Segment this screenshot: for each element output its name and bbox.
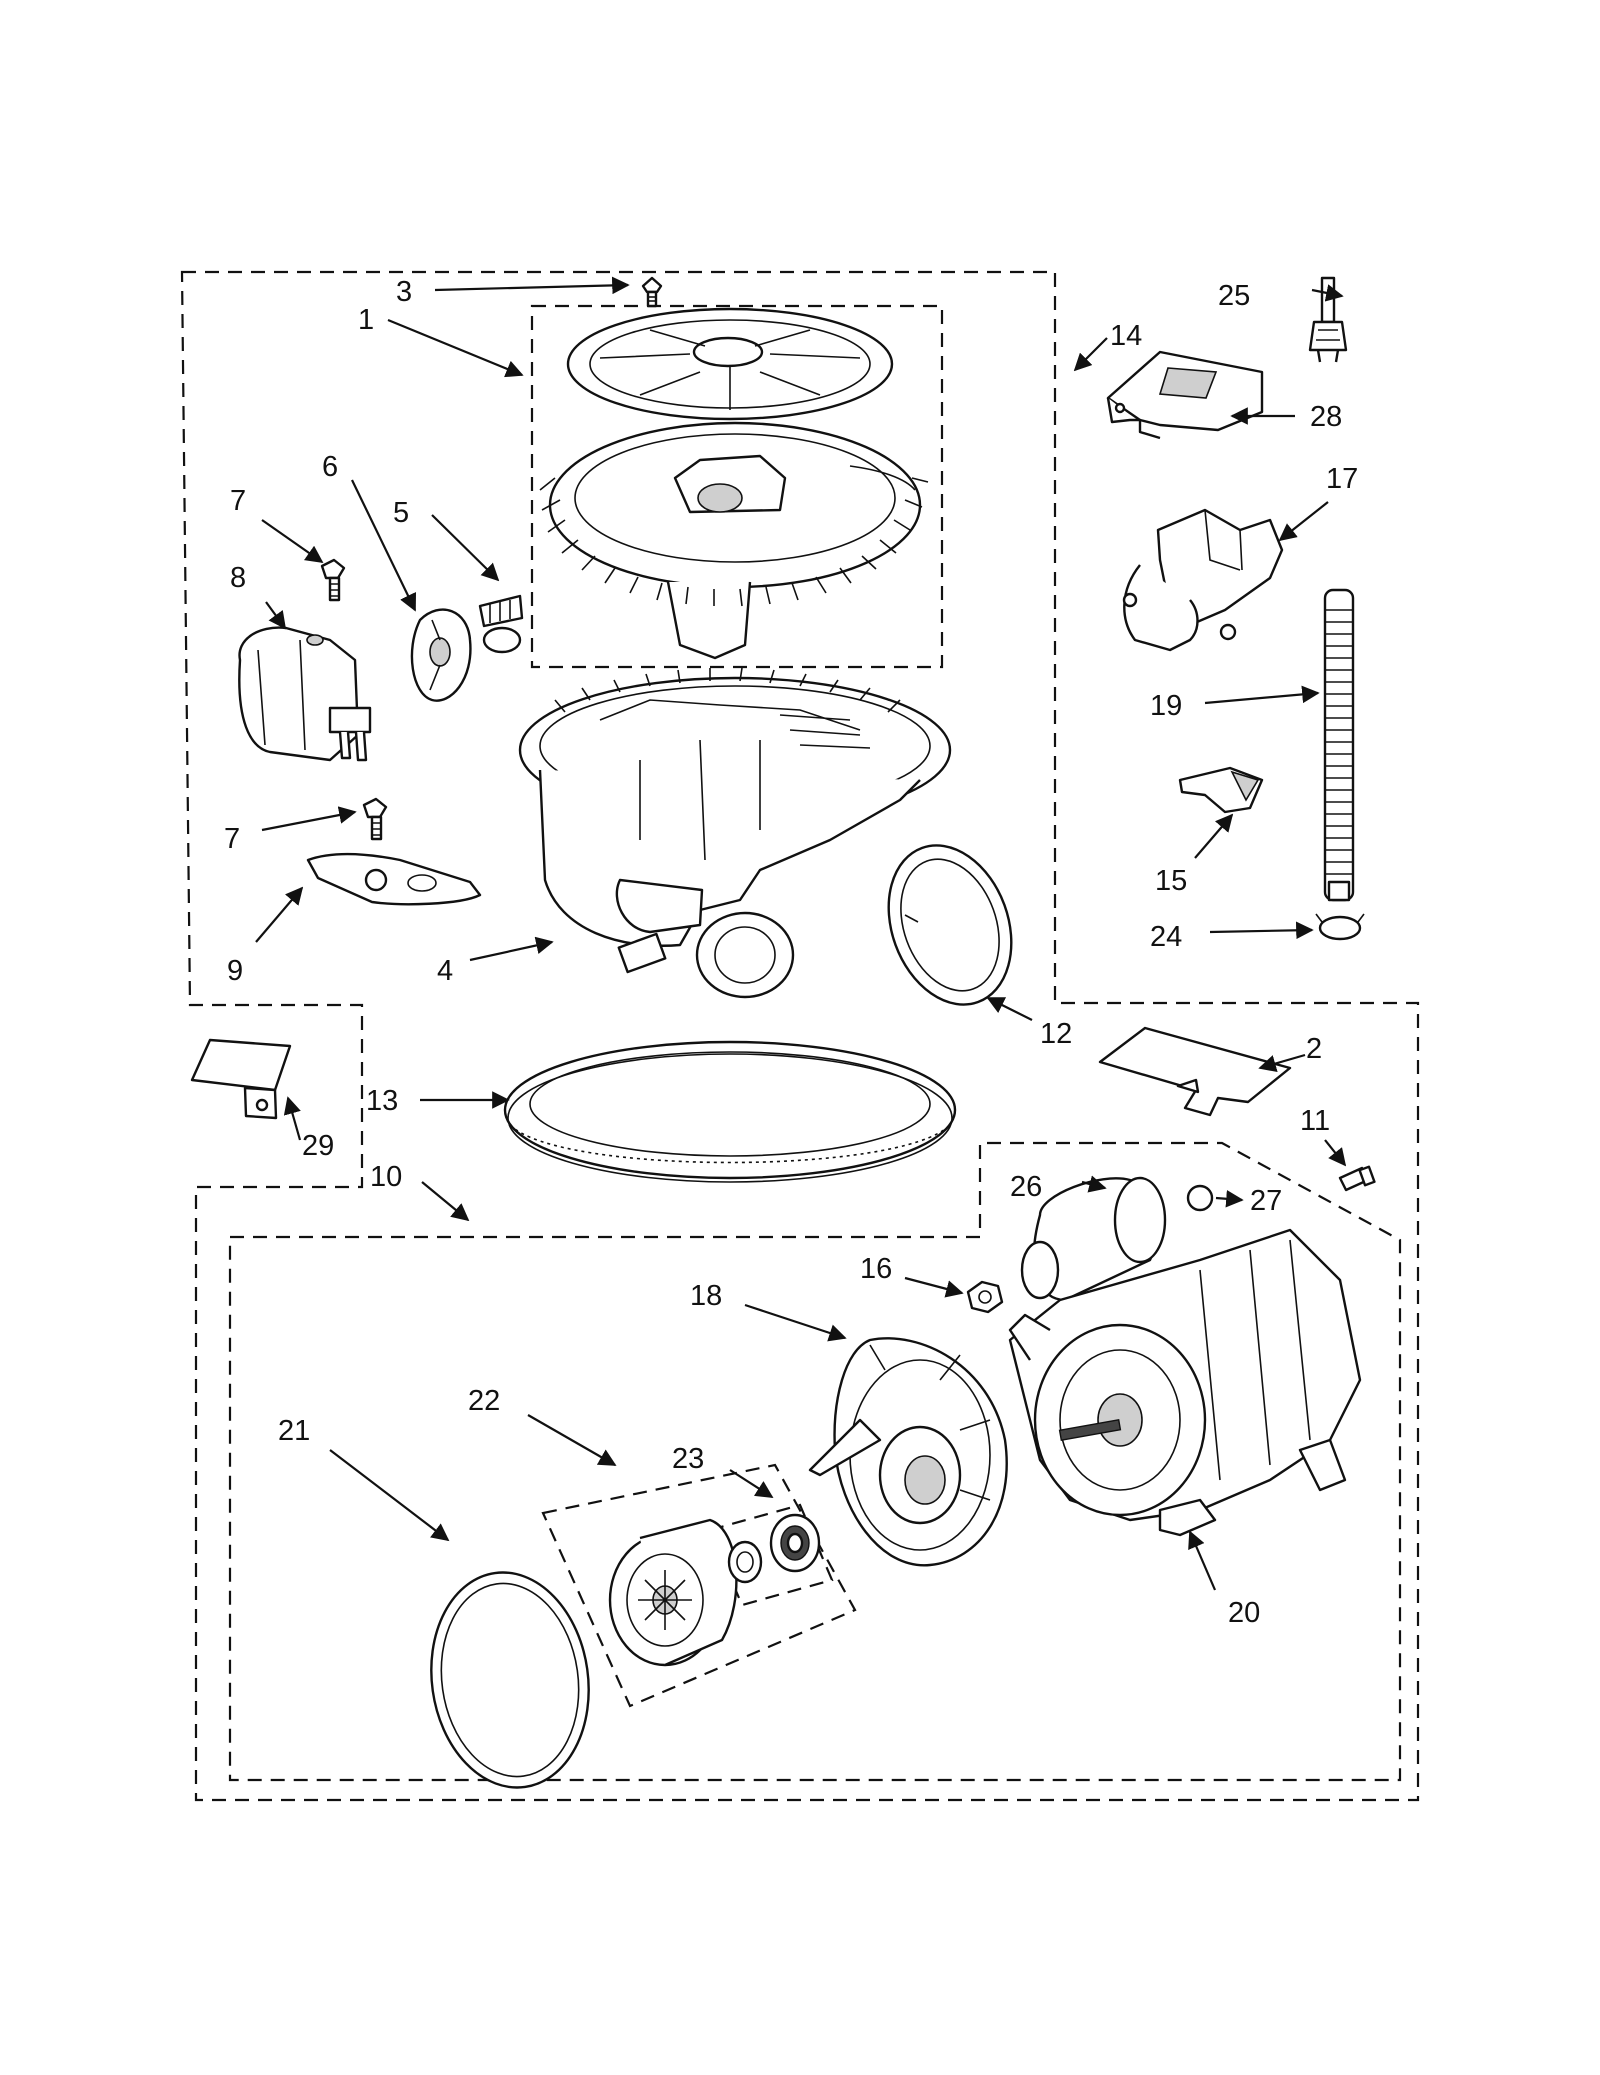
leader-lines bbox=[255, 276, 1347, 1591]
part-1-drive-gear bbox=[539, 421, 929, 660]
part-20-motor bbox=[1008, 1228, 1362, 1537]
callout-14: 14 bbox=[1110, 320, 1142, 352]
group-boundaries bbox=[180, 270, 1420, 1802]
part-5-clip bbox=[478, 594, 524, 654]
callout-6: 6 bbox=[322, 451, 338, 483]
callout-13: 13 bbox=[366, 1085, 398, 1117]
part-26-capacitor bbox=[1020, 1176, 1167, 1302]
part-19-hose bbox=[1323, 588, 1355, 902]
callouts: 3 1 6 5 7 8 7 9 4 12 13 29 10 2 11 25 14… bbox=[224, 276, 1358, 1629]
part-1-hub-cover bbox=[566, 307, 894, 421]
callout-27: 27 bbox=[1250, 1185, 1282, 1217]
callout-20: 20 bbox=[1228, 1597, 1260, 1629]
boundary-pump-motor-kit bbox=[228, 1141, 1402, 1782]
callout-29: 29 bbox=[302, 1130, 334, 1162]
callout-9: 9 bbox=[227, 955, 243, 987]
callout-17: 17 bbox=[1326, 463, 1358, 495]
callout-11: 11 bbox=[1300, 1105, 1330, 1137]
part-29-bracket bbox=[190, 1038, 292, 1120]
part-7-screw-lower bbox=[362, 797, 388, 841]
part-12-seal-ring bbox=[887, 844, 1013, 1006]
parts bbox=[190, 276, 1376, 1789]
boundary-impeller-kit bbox=[541, 1463, 857, 1708]
callout-22: 22 bbox=[468, 1385, 500, 1417]
callout-4: 4 bbox=[437, 955, 453, 987]
part-8-diverter-motor bbox=[238, 626, 372, 762]
callout-19: 19 bbox=[1150, 690, 1182, 722]
callout-7b: 7 bbox=[224, 823, 240, 855]
part-22-impeller bbox=[608, 1518, 738, 1667]
part-23-seal bbox=[727, 1513, 821, 1584]
part-7-screw-upper bbox=[320, 558, 346, 602]
callout-12: 12 bbox=[1040, 1018, 1072, 1050]
callout-5: 5 bbox=[393, 497, 409, 529]
callout-8: 8 bbox=[230, 562, 246, 594]
part-18-pump-cover bbox=[808, 1337, 1008, 1567]
part-28-cover-plate bbox=[1106, 350, 1264, 440]
callout-16: 16 bbox=[860, 1253, 892, 1285]
part-11-screw bbox=[1338, 1165, 1376, 1192]
callout-25: 25 bbox=[1218, 280, 1250, 312]
part-16-nut bbox=[966, 1280, 1004, 1314]
callout-28: 28 bbox=[1310, 401, 1342, 433]
callout-21: 21 bbox=[278, 1415, 310, 1447]
part-13-gasket-ring bbox=[503, 1040, 957, 1183]
part-17-switch bbox=[1122, 508, 1284, 652]
callout-10: 10 bbox=[370, 1161, 402, 1193]
callout-26: 26 bbox=[1010, 1171, 1042, 1203]
callout-24: 24 bbox=[1150, 921, 1182, 953]
part-21-o-ring bbox=[430, 1571, 590, 1789]
part-2-shield bbox=[1098, 1026, 1292, 1117]
boundary-hub-kit bbox=[530, 304, 944, 669]
callout-15: 15 bbox=[1155, 865, 1187, 897]
part-4-pump-housing bbox=[518, 667, 952, 999]
part-6-cam bbox=[410, 608, 472, 702]
boundary-seal-kit bbox=[708, 1503, 834, 1607]
callout-7a: 7 bbox=[230, 485, 246, 517]
part-15-clip bbox=[1178, 766, 1264, 814]
callout-23: 23 bbox=[672, 1443, 704, 1475]
part-24-clamp bbox=[1315, 913, 1365, 941]
callout-1: 1 bbox=[358, 304, 374, 336]
boundary-upper-assembly bbox=[180, 270, 1420, 1802]
callout-18: 18 bbox=[690, 1280, 722, 1312]
callout-3: 3 bbox=[396, 276, 412, 308]
part-9-bracket bbox=[306, 852, 482, 906]
part-27-washer bbox=[1186, 1184, 1214, 1212]
callout-2: 2 bbox=[1306, 1033, 1322, 1065]
part-3-screw bbox=[641, 276, 663, 308]
